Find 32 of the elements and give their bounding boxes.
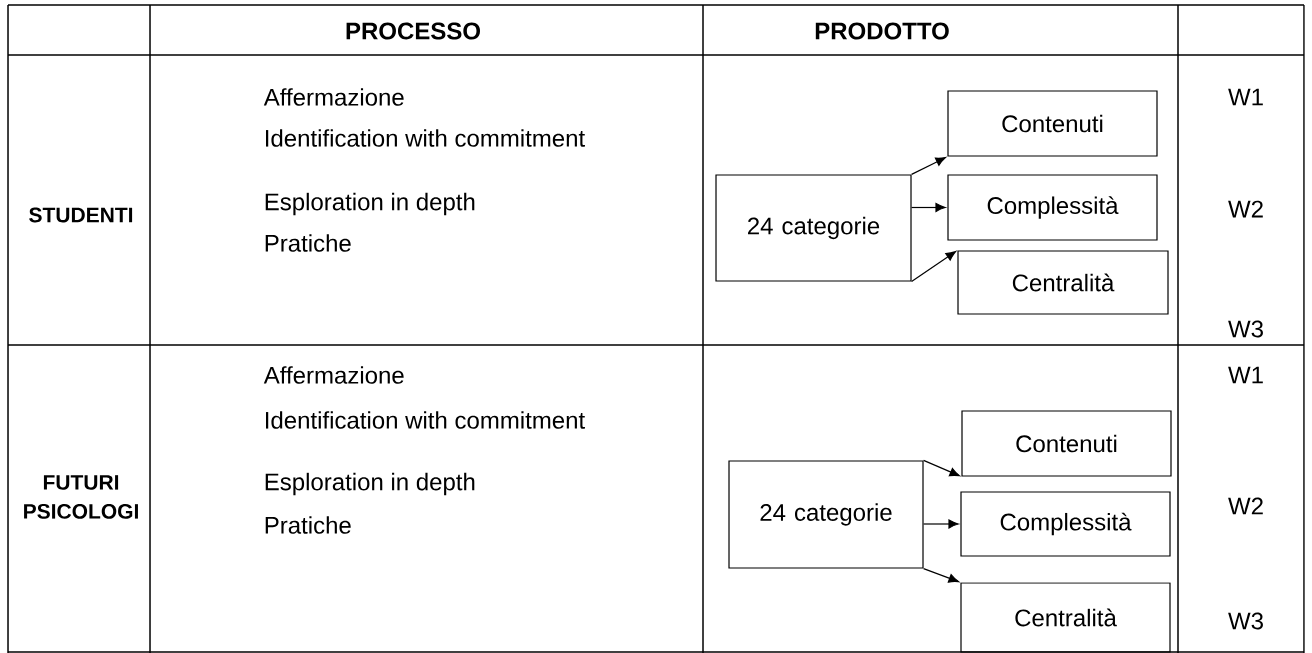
category-box: Complessità bbox=[947, 174, 1158, 241]
arrow bbox=[911, 251, 957, 283]
row-header: STUDENTI bbox=[29, 207, 133, 223]
arrow bbox=[923, 568, 959, 583]
process-item: Pratiche bbox=[265, 516, 351, 534]
category-box: Centralità bbox=[957, 250, 1169, 315]
process-item: Affermazione bbox=[263, 88, 404, 106]
process-item: Esploration in depth bbox=[265, 192, 475, 216]
wave-label: W2 bbox=[1228, 497, 1263, 515]
process-item: Pratiche bbox=[265, 234, 351, 252]
row-header: FUTURI PSICOLOGI bbox=[24, 475, 138, 519]
category-box: Complessità bbox=[960, 491, 1171, 557]
wave-label: W1 bbox=[1228, 366, 1263, 384]
process-item: Esploration in depth bbox=[265, 472, 475, 496]
category-box: 24 categorie bbox=[715, 174, 912, 282]
column-header: PROCESSO bbox=[346, 22, 480, 40]
column-header: PRODOTTO bbox=[815, 22, 949, 40]
arrow bbox=[911, 157, 946, 175]
wave-label: W3 bbox=[1228, 612, 1263, 630]
arrow bbox=[923, 459, 960, 477]
arrow bbox=[923, 519, 959, 529]
category-box: Contenuti bbox=[947, 90, 1158, 157]
process-item: Identification with commitment bbox=[265, 129, 585, 147]
wave-label: W1 bbox=[1228, 88, 1263, 106]
category-box: Contenuti bbox=[961, 410, 1172, 477]
category-box: 24 categorie bbox=[728, 460, 924, 569]
wave-label: W2 bbox=[1228, 200, 1263, 218]
process-item: Affermazione bbox=[263, 366, 404, 384]
wave-label: W3 bbox=[1228, 320, 1263, 338]
arrow bbox=[911, 203, 946, 212]
category-box: Centralità bbox=[960, 582, 1171, 653]
process-item: Identification with commitment bbox=[265, 411, 585, 429]
